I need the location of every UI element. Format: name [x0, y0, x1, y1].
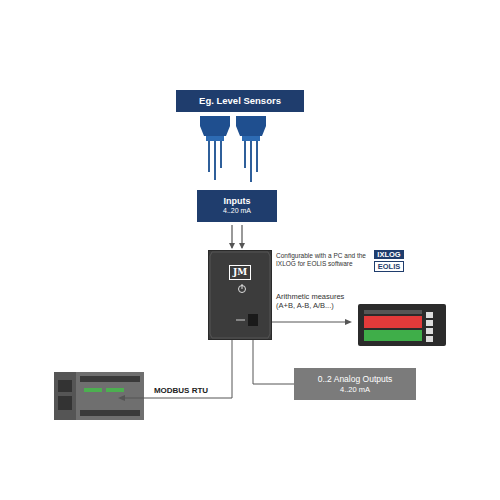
input-box: Inputs4..20 mA	[197, 190, 277, 222]
config-note: Configurable with a PC and the IXLOG for…	[276, 252, 368, 268]
connector	[229, 225, 245, 249]
arithmetic-note: Arithmetic measures (A+B, A-B, A/B...)	[276, 292, 354, 310]
arrowhead	[239, 243, 245, 249]
device-icons	[208, 250, 272, 340]
node-title: 0..2 Analog Outputs	[318, 374, 393, 384]
plc-illustration	[54, 372, 144, 420]
node-title: Inputs	[224, 196, 251, 207]
output-box: 0..2 Analog Outputs4..20 mA	[294, 368, 416, 400]
software-logo: EOLIS	[374, 261, 404, 272]
device-box: JM	[208, 250, 272, 340]
node-title: Eg. Level Sensors	[199, 95, 281, 106]
arithmetic-arrow	[272, 319, 352, 325]
node-subtitle: 4..20 mA	[223, 207, 251, 215]
panel-display-illustration	[358, 304, 446, 346]
node-subtitle: 4..20 mA	[340, 385, 370, 394]
level-sensor-illustration	[200, 116, 266, 182]
modbus-wire	[118, 340, 232, 401]
connector	[253, 340, 294, 384]
connector-line	[253, 340, 294, 384]
protocol-label: MODBUS RTU	[146, 386, 216, 396]
arrowhead	[229, 243, 235, 249]
title-box: Eg. Level Sensors	[176, 90, 304, 112]
software-logo: IXLOG	[374, 250, 404, 259]
node-title: JM	[229, 265, 251, 280]
